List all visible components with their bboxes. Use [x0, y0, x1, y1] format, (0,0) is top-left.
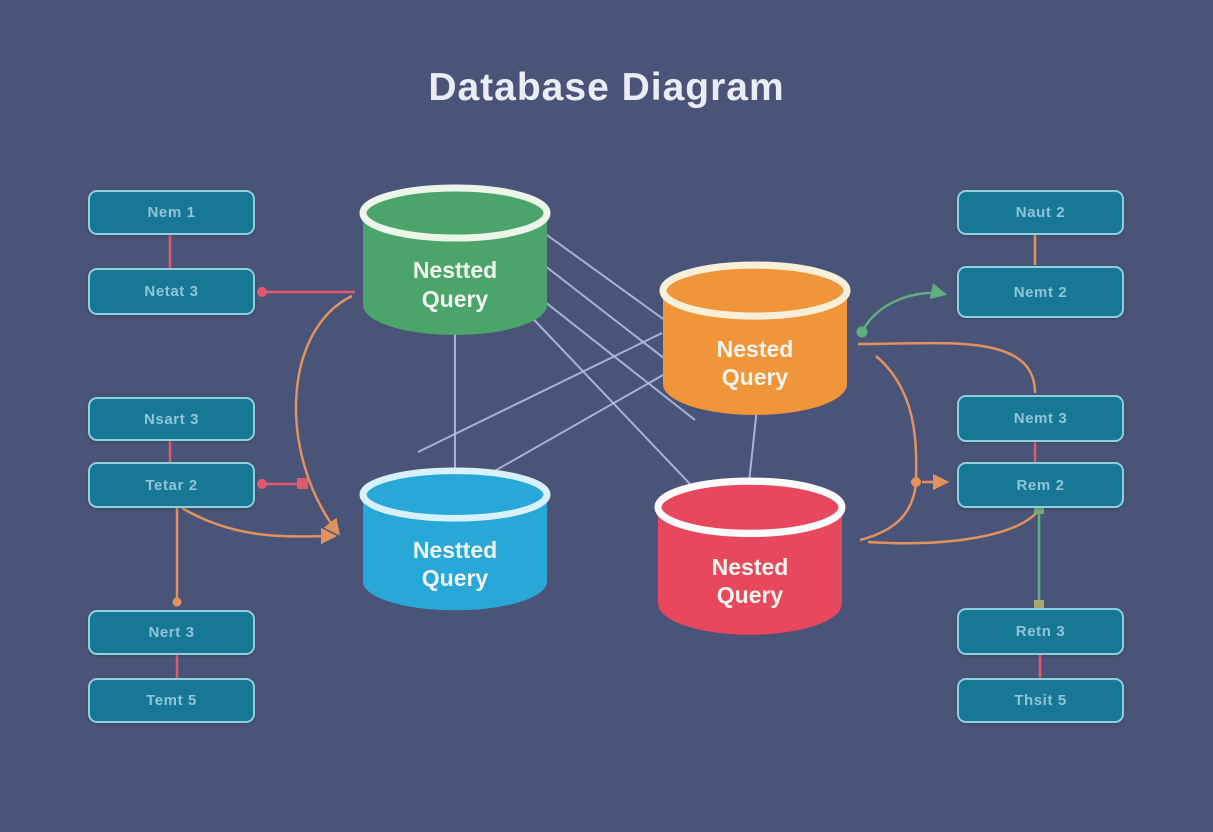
- cylinder-icon: [359, 184, 551, 335]
- cylinder-icon: [659, 261, 851, 415]
- entity-box-left-2[interactable]: Netat 3: [88, 268, 255, 315]
- cylinder-icon: [654, 477, 846, 635]
- entity-box-right-1[interactable]: Naut 2: [957, 190, 1124, 235]
- entity-box-left-3[interactable]: Nsart 3: [88, 397, 255, 441]
- entity-box-label: Tetar 2: [145, 476, 198, 494]
- entity-box-left-6[interactable]: Temt 5: [88, 678, 255, 723]
- entity-box-label: Thsit 5: [1014, 692, 1067, 709]
- entity-box-left-4[interactable]: Tetar 2: [88, 462, 255, 508]
- entity-box-label: Netat 3: [144, 283, 199, 300]
- entity-box-right-4[interactable]: Rem 2: [957, 462, 1124, 508]
- entity-box-label: Temt 5: [146, 692, 197, 709]
- red-relations: [168, 234, 1042, 678]
- entity-box-left-5[interactable]: Nert 3: [88, 610, 255, 655]
- cylinder-icon: [359, 467, 551, 611]
- entity-box-label: Nem 1: [147, 204, 196, 221]
- entity-box-label: Nert 3: [148, 624, 195, 641]
- orange-relations: [172, 234, 1040, 607]
- entity-box-label: Retn 3: [1015, 623, 1066, 640]
- entity-box-right-3[interactable]: Nemt 3: [957, 395, 1124, 442]
- entity-box-label: Rem 2: [1016, 476, 1065, 494]
- entity-box-label: Nemt 3: [1013, 410, 1068, 427]
- entity-box-right-6[interactable]: Thsit 5: [957, 678, 1124, 723]
- entity-box-label: Nsart 3: [143, 410, 200, 428]
- green-relations: [856, 283, 1044, 610]
- entity-box-left-1[interactable]: Nem 1: [88, 190, 255, 235]
- entity-box-label: Nemt 2: [1013, 283, 1068, 301]
- entity-box-label: Naut 2: [1015, 204, 1066, 221]
- entity-box-right-2[interactable]: Nemt 2: [957, 266, 1124, 318]
- entity-box-right-5[interactable]: Retn 3: [957, 608, 1124, 655]
- page-title: Database Diagram: [428, 66, 785, 109]
